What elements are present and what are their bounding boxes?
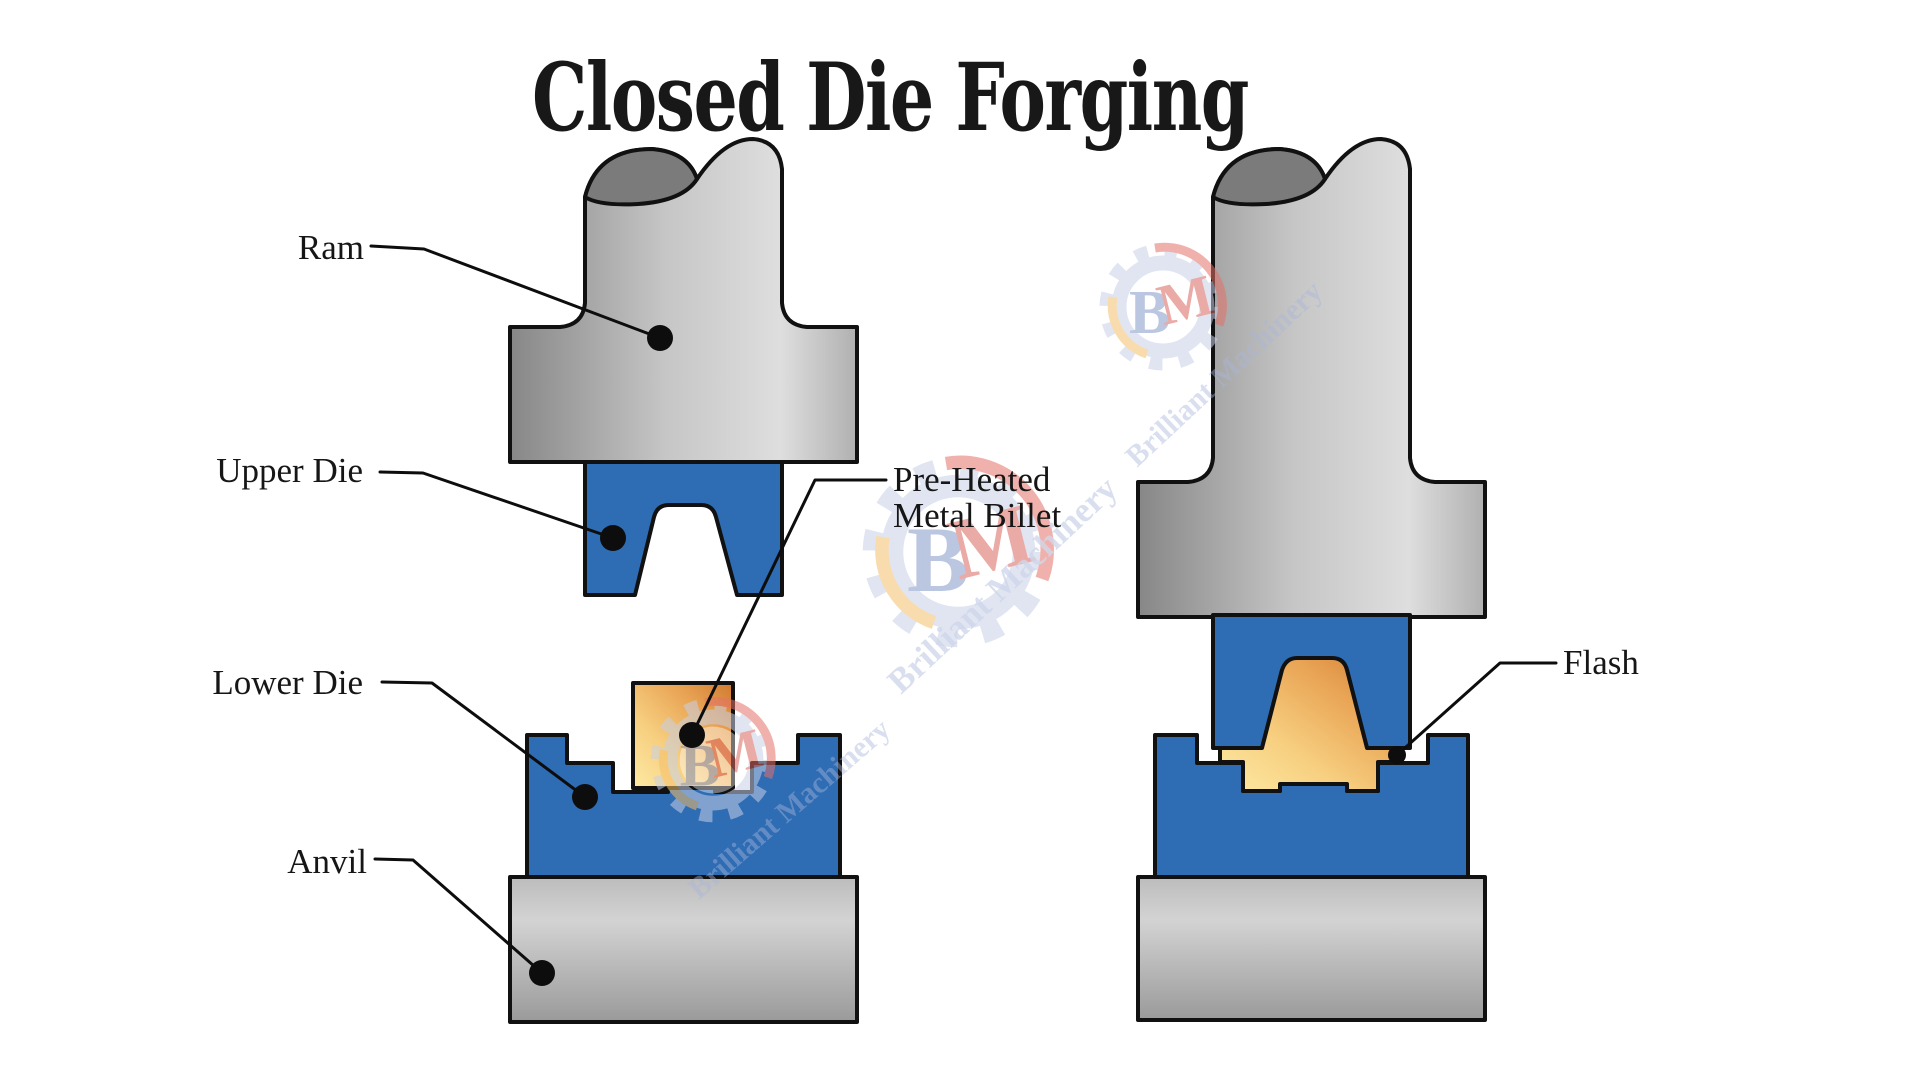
lower-die-leader-dot (572, 784, 598, 810)
callout-leaders (369, 244, 1558, 986)
upper-die-leader-line (378, 470, 615, 540)
label-lower-die: Lower Die (212, 663, 363, 702)
ram-body-closed (1136, 137, 1487, 619)
forged-part-with-flash (1218, 656, 1404, 793)
billet-leader-line (690, 478, 888, 737)
ram-leader-line (369, 244, 662, 340)
page-title: Closed Die Forging (532, 43, 1249, 153)
upper-die-leader-dot (600, 525, 626, 551)
label-anvil: Anvil (287, 842, 367, 881)
anvil-block (508, 875, 859, 1024)
flash-leader-line (1395, 661, 1558, 757)
label-billet-line2: Metal Billet (893, 496, 1062, 535)
ram-leader-dot (647, 325, 673, 351)
left-assembly-open-dies (508, 137, 859, 1024)
label-pre-heated-metal-billet: Pre-Heated Metal Billet (893, 462, 1061, 534)
upper-die-shape (583, 460, 784, 597)
billet-leader-dot (679, 722, 705, 748)
label-upper-die: Upper Die (216, 451, 363, 490)
label-billet-line1: Pre-Heated (893, 460, 1051, 499)
right-assembly-closed-dies (1136, 137, 1487, 1022)
lower-die-leader-line (380, 680, 587, 799)
ram-top-cut-face-closed (1211, 147, 1327, 207)
anvil-block-closed (1136, 875, 1487, 1022)
ram-top-cut-face (583, 147, 699, 207)
anvil-leader-line (373, 857, 544, 975)
watermark-gear-icon (1106, 247, 1222, 364)
flash-leader-dot (1388, 746, 1406, 764)
anvil-leader-dot (529, 960, 555, 986)
label-flash: Flash (1563, 643, 1639, 682)
label-ram: Ram (297, 228, 364, 267)
